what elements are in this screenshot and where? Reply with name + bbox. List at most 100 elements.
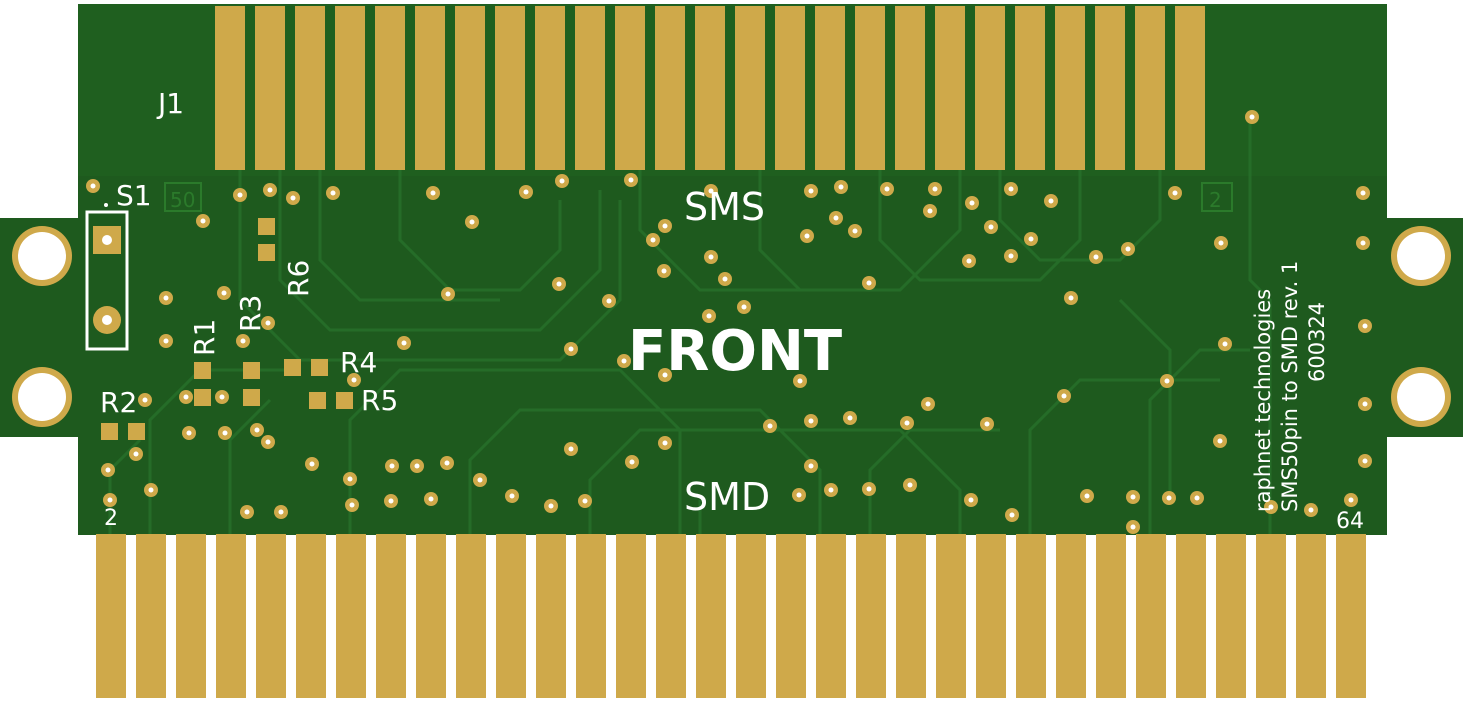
via-hole	[254, 427, 260, 433]
via-hole	[1125, 246, 1131, 252]
top-edge-pad	[415, 6, 445, 170]
pin-label-top-2: 2	[1209, 188, 1222, 212]
via-hole	[1009, 512, 1015, 518]
top-edge-pad	[535, 6, 565, 170]
top-edge-pad	[735, 6, 765, 170]
via-hole	[568, 446, 574, 452]
via-hole	[309, 461, 315, 467]
top-edge-pad	[575, 6, 605, 170]
via-hole	[163, 338, 169, 344]
via-hole	[523, 189, 529, 195]
r1-pad-2	[194, 389, 211, 406]
via-hole	[568, 346, 574, 352]
via-hole	[1268, 504, 1274, 510]
via-hole	[347, 476, 353, 482]
via-hole	[708, 254, 714, 260]
via-hole	[90, 183, 96, 189]
bottom-edge-pad	[896, 534, 926, 698]
via-hole	[509, 493, 515, 499]
bottom-edge-pad	[1096, 534, 1126, 698]
pin-marker-boxes	[164, 182, 1233, 212]
resistor-ref-r5: R5	[361, 384, 398, 417]
via-hole	[866, 486, 872, 492]
bottom-edge-pad	[576, 534, 606, 698]
top-edge-pad	[495, 6, 525, 170]
bottom-edge-pad	[936, 534, 966, 698]
copper-traces	[108, 120, 1272, 535]
resistor-ref-r6: R6	[282, 260, 315, 297]
via-hole	[852, 228, 858, 234]
resistor-ref-r3: R3	[234, 295, 267, 332]
top-edge-pad	[295, 6, 325, 170]
top-edge-pad	[935, 6, 965, 170]
via-hole	[1308, 507, 1314, 513]
via-hole	[1008, 186, 1014, 192]
bottom-edge-pad	[96, 534, 126, 698]
top-edge-pad	[975, 6, 1005, 170]
bottom-edge-pad	[496, 534, 526, 698]
bottom-edge-pad	[1216, 534, 1246, 698]
r1-pad-1	[194, 362, 211, 379]
top-edge-pad	[655, 6, 685, 170]
via-hole	[200, 218, 206, 224]
resistor-ref-r2: R2	[100, 386, 137, 419]
via-hole	[662, 440, 668, 446]
via-hole	[884, 186, 890, 192]
top-edge-pad	[375, 6, 405, 170]
via-hole	[388, 498, 394, 504]
top-edge-pad	[1175, 6, 1205, 170]
via-hole	[1028, 236, 1034, 242]
bottom-edge-pad	[816, 534, 846, 698]
via-hole	[469, 219, 475, 225]
top-edge-pad	[615, 6, 645, 170]
r6-pad-1	[258, 218, 275, 235]
via-hole	[629, 459, 635, 465]
via-hole	[969, 200, 975, 206]
via-hole	[661, 268, 667, 274]
switch-s1	[85, 203, 129, 351]
bottom-edge-pad	[656, 534, 686, 698]
via-hole	[142, 397, 148, 403]
via-hole	[796, 492, 802, 498]
via-hole	[445, 291, 451, 297]
via-hole	[1093, 254, 1099, 260]
via-hole	[105, 467, 111, 473]
via-hole	[582, 498, 588, 504]
bottom-edge-pad	[1016, 534, 1046, 698]
top-edge-pad	[855, 6, 885, 170]
bottom-edge-pad	[336, 534, 366, 698]
via-hole	[804, 233, 810, 239]
via-hole	[428, 496, 434, 502]
bottom-edge-pad	[696, 534, 726, 698]
via-hole	[1130, 524, 1136, 530]
via-hole	[1217, 438, 1223, 444]
via-hole	[606, 298, 612, 304]
via-hole	[267, 187, 273, 193]
r3-pad-2	[243, 389, 260, 406]
via-hole	[240, 338, 246, 344]
via-hole	[706, 313, 712, 319]
credit-line-3: 600324	[1305, 302, 1329, 382]
via-hole	[1061, 393, 1067, 399]
top-edge-pad	[215, 6, 245, 170]
r5-pad-2	[336, 392, 353, 409]
via-hole	[808, 463, 814, 469]
via-hole	[148, 487, 154, 493]
via-hole	[722, 276, 728, 282]
resistor-ref-r4: R4	[340, 346, 377, 379]
vias	[86, 110, 1372, 534]
via-hole	[808, 418, 814, 424]
via-hole	[650, 237, 656, 243]
label-sms: SMS	[684, 185, 765, 229]
via-hole	[1130, 494, 1136, 500]
r6-pad-2	[258, 244, 275, 261]
via-hole	[797, 378, 803, 384]
via-hole	[290, 195, 296, 201]
via-hole	[925, 401, 931, 407]
via-hole	[330, 190, 336, 196]
bottom-edge-pad	[856, 534, 886, 698]
top-edge-pad	[1055, 6, 1085, 170]
via-hole	[1008, 253, 1014, 259]
via-hole	[1360, 190, 1366, 196]
bottom-edge-pad	[1296, 534, 1326, 698]
